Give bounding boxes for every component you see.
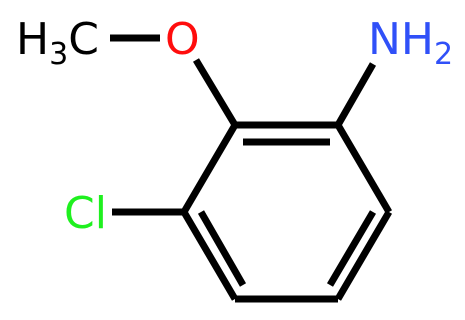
bond-ring-c4-c3 — [180, 210, 239, 301]
chlorine-label: Cl — [64, 188, 107, 239]
bond-ring-c6-c5 — [334, 210, 393, 301]
bond-ring-c6-c5-inner — [326, 210, 377, 287]
methyl-hydrogen: H — [16, 14, 49, 65]
amine-text: NH — [368, 14, 434, 65]
oxygen-label: O — [165, 14, 200, 65]
bond-ring-c3-c2 — [180, 123, 239, 214]
amine-subscript: 2 — [434, 37, 453, 72]
bond-ring-c4-c3-inner — [197, 210, 247, 287]
methyl-subscript: 3 — [49, 37, 68, 72]
bond-ring-amine — [334, 62, 377, 127]
methyl-carbon: C — [68, 14, 99, 65]
amine-label: NH2 — [368, 14, 453, 72]
bond-oxygen-ring — [192, 58, 239, 127]
methyl-label: H3C — [16, 14, 99, 72]
bond-ring-c1-c6 — [334, 123, 393, 214]
bond-group — [110, 34, 393, 303]
